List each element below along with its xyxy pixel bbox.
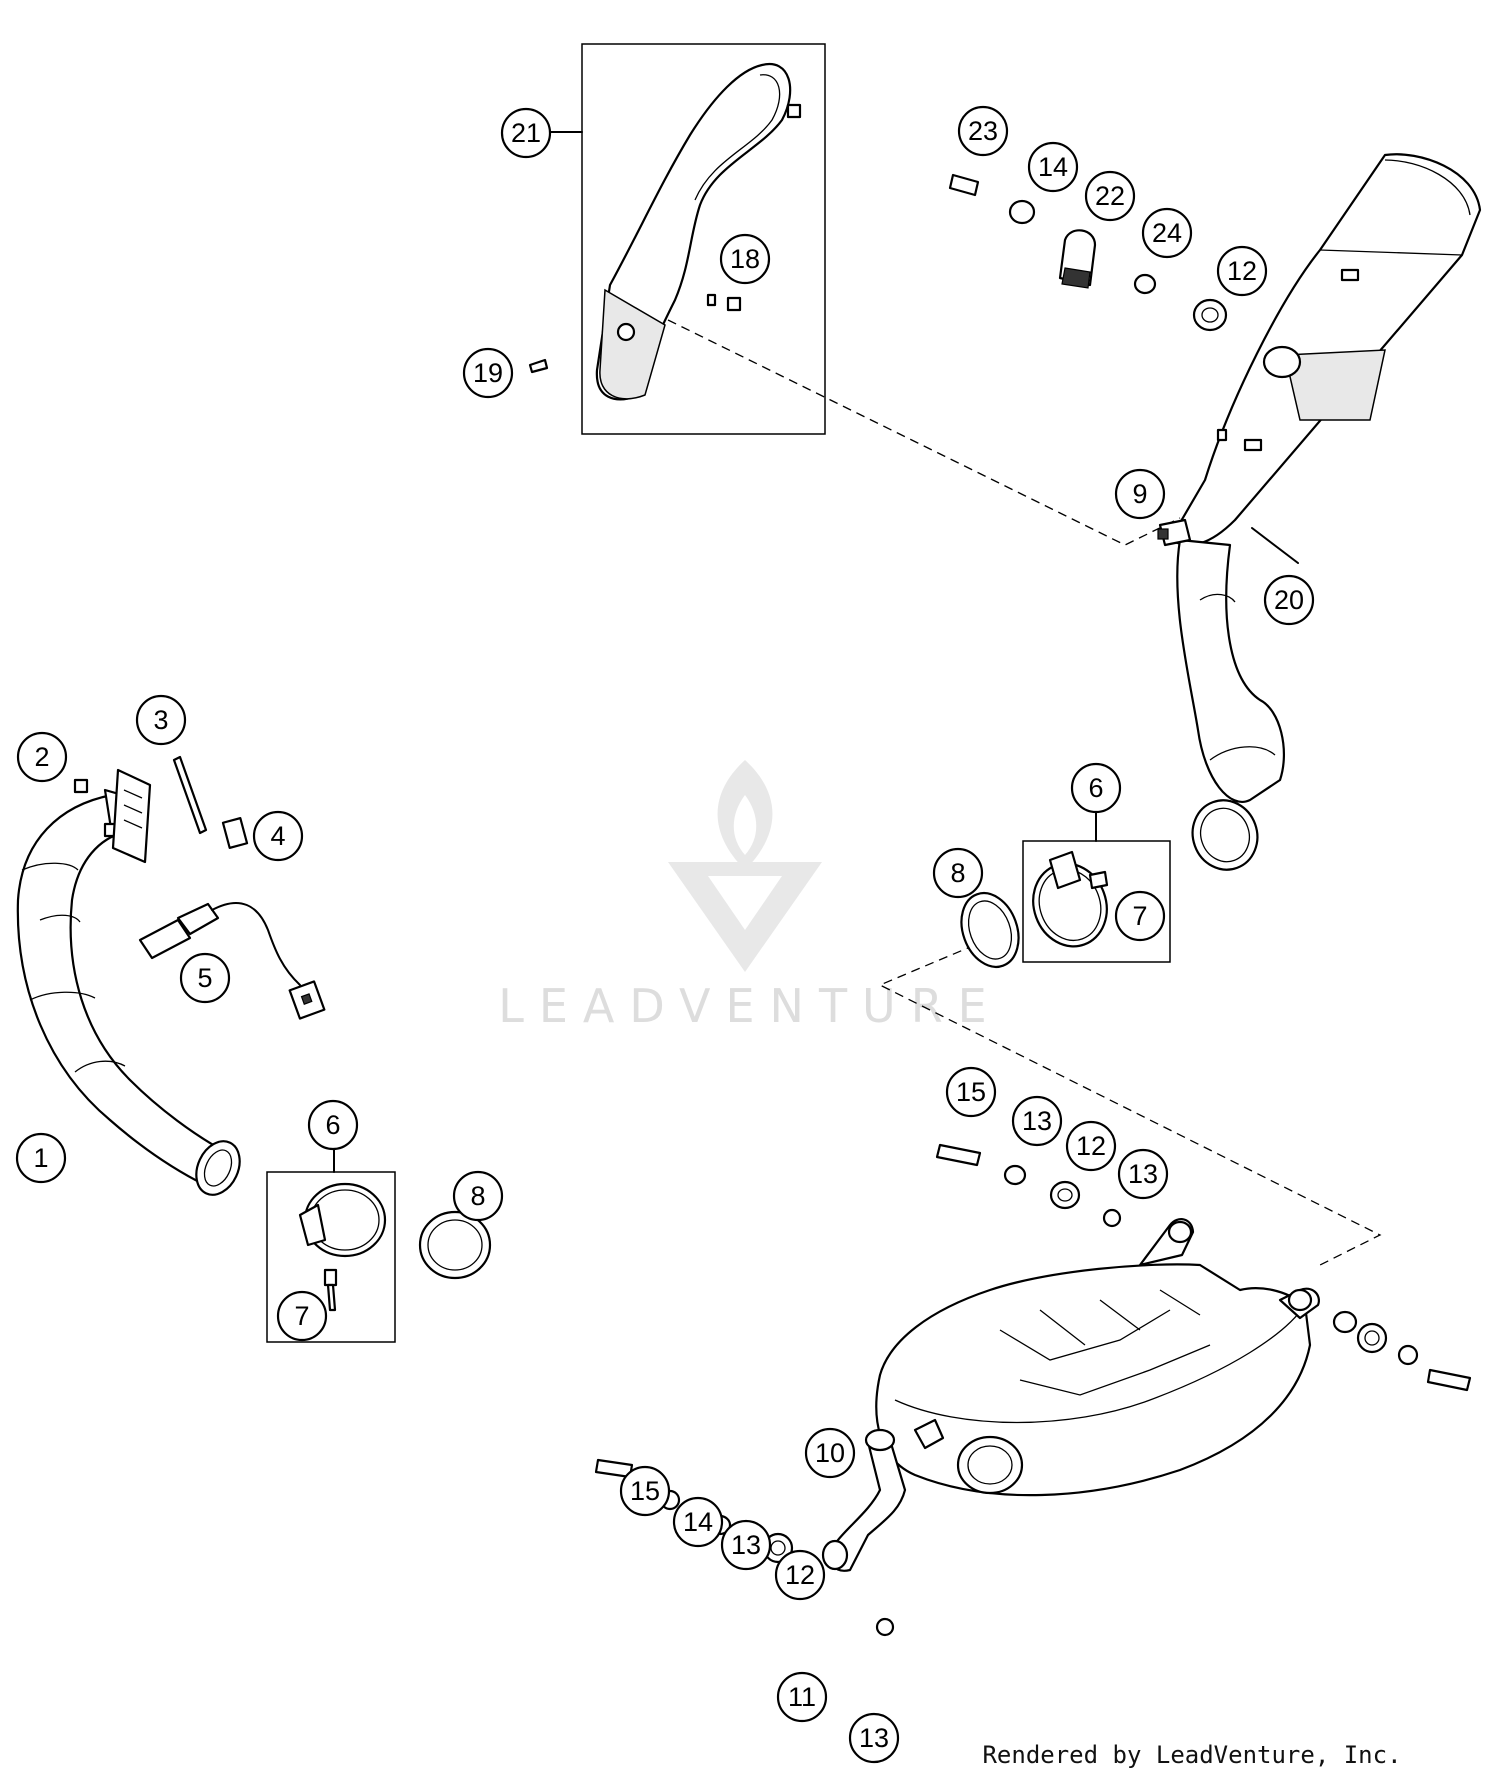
svg-text:14: 14	[683, 1507, 713, 1537]
callout-6-lower: 6	[307, 1099, 359, 1151]
clamp-upper	[1032, 850, 1109, 948]
svg-text:18: 18	[730, 244, 760, 274]
muffler-rear	[1157, 153, 1482, 871]
callout-12-mid: 12	[1065, 1120, 1117, 1172]
callout-15-low: 15	[619, 1465, 671, 1517]
gasket-ring-upper	[960, 892, 1020, 968]
svg-text:5: 5	[197, 963, 212, 993]
callout-14-low: 14	[672, 1496, 724, 1548]
leadventure-watermark: LEADVENTURE	[498, 760, 1002, 1033]
watermark-text: LEADVENTURE	[498, 979, 1002, 1033]
svg-text:10: 10	[815, 1438, 845, 1468]
silencer-body	[875, 1218, 1320, 1497]
svg-text:15: 15	[956, 1077, 986, 1107]
callout-3: 3	[135, 694, 187, 746]
svg-text:6: 6	[325, 1110, 340, 1140]
flame-logo-icon	[668, 760, 822, 972]
callout-23: 23	[957, 105, 1009, 157]
group-box-clamp-lower	[266, 1171, 396, 1343]
svg-text:13: 13	[731, 1530, 761, 1560]
dashed-line-shield-to-muffler	[667, 319, 1181, 546]
callout-22: 22	[1084, 170, 1136, 222]
flange	[111, 768, 152, 864]
callout-7-lower: 7	[276, 1290, 328, 1342]
callout-9: 9	[1114, 468, 1166, 520]
svg-text:9: 9	[1132, 479, 1147, 509]
svg-text:24: 24	[1152, 218, 1182, 248]
silencer-bracket	[821, 1428, 907, 1637]
svg-text:13: 13	[859, 1723, 889, 1753]
svg-text:8: 8	[950, 858, 965, 888]
callout-20: 20	[1263, 574, 1315, 626]
callout-12-low: 12	[774, 1549, 826, 1601]
callout-13-a: 13	[1011, 1095, 1063, 1147]
callout-5: 5	[179, 952, 231, 1004]
svg-text:22: 22	[1095, 181, 1125, 211]
group-box-heat-shield	[581, 43, 826, 435]
callout-6-upper: 6	[1070, 762, 1122, 814]
silencer-right-hardware	[1332, 1310, 1472, 1392]
svg-text:12: 12	[785, 1560, 815, 1590]
callout-8-lower: 8	[452, 1170, 504, 1222]
render-credit: Rendered by LeadVenture, Inc.	[982, 1741, 1401, 1769]
muffler-bracket-hardware	[948, 173, 1228, 332]
sleeve	[221, 817, 249, 849]
svg-text:19: 19	[473, 358, 503, 388]
svg-text:4: 4	[270, 821, 285, 851]
silencer-top-hardware	[935, 1143, 1122, 1228]
oxygen-sensor	[138, 901, 326, 1020]
svg-text:2: 2	[34, 742, 49, 772]
svg-text:12: 12	[1227, 256, 1257, 286]
svg-text:11: 11	[788, 1682, 816, 1712]
callout-1: 1	[15, 1132, 67, 1184]
callout-10: 10	[804, 1427, 856, 1479]
callout-8-upper: 8	[932, 847, 984, 899]
callout-24: 24	[1141, 207, 1193, 259]
callout-13-d: 13	[848, 1712, 900, 1764]
svg-text:20: 20	[1274, 585, 1304, 615]
dashed-line-clamp-to-silencer	[878, 944, 1382, 1266]
svg-text:7: 7	[1132, 901, 1147, 931]
svg-text:3: 3	[153, 705, 168, 735]
callout-13-c: 13	[720, 1519, 772, 1571]
svg-text:23: 23	[968, 116, 998, 146]
callout-7-upper: 7	[1114, 890, 1166, 942]
callout-19: 19	[462, 347, 514, 399]
svg-text:13: 13	[1022, 1106, 1052, 1136]
callout-13-b: 13	[1117, 1148, 1169, 1200]
clamp-lower	[298, 1182, 387, 1312]
svg-text:13: 13	[1128, 1159, 1158, 1189]
svg-text:8: 8	[470, 1181, 485, 1211]
svg-text:6: 6	[1088, 773, 1103, 803]
callout-4: 4	[252, 810, 304, 862]
callout-15-top: 15	[945, 1066, 997, 1118]
svg-text:1: 1	[33, 1143, 48, 1173]
svg-text:12: 12	[1076, 1131, 1106, 1161]
callout-11: 11	[776, 1671, 828, 1723]
svg-text:15: 15	[630, 1476, 660, 1506]
gasket	[172, 755, 208, 835]
callout-18: 18	[719, 233, 771, 285]
gasket-ring-lower	[418, 1210, 492, 1280]
svg-text:14: 14	[1038, 152, 1068, 182]
svg-text:21: 21	[511, 118, 541, 148]
callout-14-top: 14	[1027, 141, 1079, 193]
heat-shield	[528, 62, 802, 401]
callout-12-top: 12	[1216, 245, 1268, 297]
callout-21: 21	[500, 107, 552, 159]
callout-2: 2	[16, 731, 68, 783]
svg-text:7: 7	[294, 1301, 309, 1331]
